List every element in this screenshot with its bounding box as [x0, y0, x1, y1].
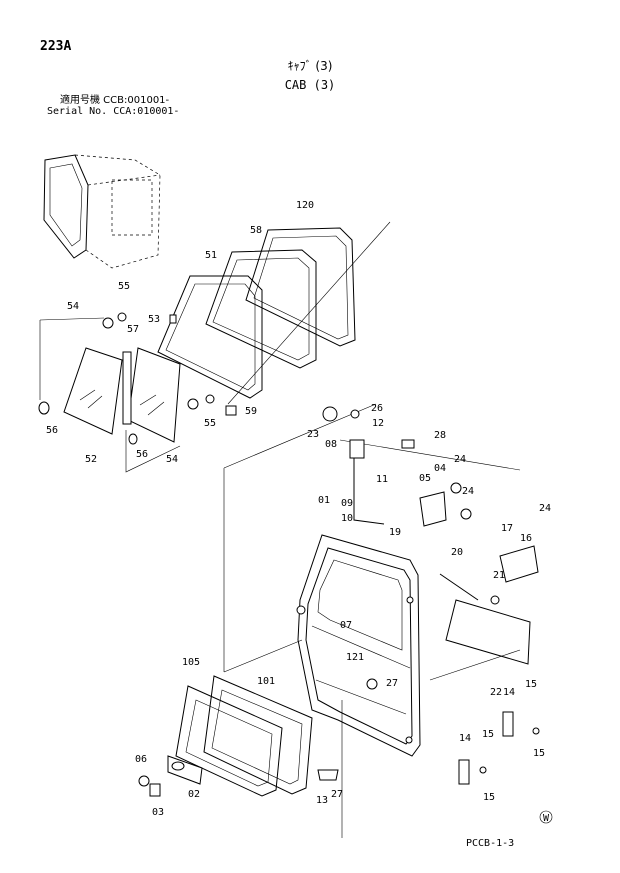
drawing-code: PCCB-1-3 [466, 838, 515, 849]
part-callout: 27 [331, 789, 343, 800]
part-callout: 14 [503, 687, 515, 698]
door-seal-and-frame [175, 675, 313, 797]
part-callout: 06 [135, 754, 147, 765]
part-callout: 04 [434, 463, 446, 474]
part-callout: 10 [341, 513, 353, 524]
door-handle [138, 755, 203, 797]
part-callout: 53 [148, 314, 160, 325]
page-title-japanese: ｷｬﾌﾞ (3) [287, 59, 333, 73]
part-callout: 54 [166, 454, 178, 465]
part-callout: 55 [118, 281, 130, 292]
part-callout: 16 [520, 533, 532, 544]
part-callout: 15 [482, 729, 494, 740]
page-title: CAB (3) [284, 78, 336, 92]
part-callout: 05 [419, 473, 431, 484]
part-callout: 54 [67, 301, 79, 312]
part-callout: 13 [316, 795, 328, 806]
part-callout: 15 [525, 679, 537, 690]
part-callout: 24 [539, 503, 551, 514]
part-callout: 23 [307, 429, 319, 440]
part-callout: 22 [490, 687, 502, 698]
part-callout: 105 [182, 657, 200, 668]
cab-door [296, 534, 421, 757]
part-callout: 120 [296, 200, 314, 211]
glass-seals-group [157, 227, 356, 416]
part-callout: 08 [325, 439, 337, 450]
part-callout: 01 [318, 495, 330, 506]
part-callout: 24 [454, 454, 466, 465]
part-callout: 21 [493, 570, 505, 581]
part-callout: 09 [341, 498, 353, 509]
page-id: 223A [40, 39, 72, 54]
part-callout: 59 [245, 406, 257, 417]
cab-overview-sketch [43, 154, 161, 269]
part-callout: 20 [451, 547, 463, 558]
side-windows-group [38, 312, 215, 445]
part-callout: 11 [376, 474, 388, 485]
part-callout: 101 [257, 676, 275, 687]
part-callout: 19 [389, 527, 401, 538]
part-callout: 56 [46, 425, 58, 436]
part-callout: 03 [152, 807, 164, 818]
part-callout: 58 [250, 225, 262, 236]
part-callout: 12 [372, 418, 384, 429]
part-callout: 26 [371, 403, 383, 414]
hinges [317, 595, 540, 785]
part-callout: 121 [346, 652, 364, 663]
part-callout: 28 [434, 430, 446, 441]
part-callout: 17 [501, 523, 513, 534]
part-callout: 15 [483, 792, 495, 803]
watermark-letter: W [543, 813, 550, 824]
part-callout: 02 [188, 789, 200, 800]
applicable-serial: Serial No. CCA:010001- [47, 106, 180, 117]
part-callout: 14 [459, 733, 471, 744]
part-callout: 57 [127, 324, 139, 335]
part-callout: 56 [136, 449, 148, 460]
part-callout: 55 [204, 418, 216, 429]
part-callout: 24 [462, 486, 474, 497]
part-callout: 27 [386, 678, 398, 689]
part-callout: 15 [533, 748, 545, 759]
watermark-symbol: W [539, 810, 553, 824]
part-callout: 52 [85, 454, 97, 465]
cover-panel [439, 545, 539, 665]
part-callouts: 120 58 51 53 54 55 57 56 52 56 54 55 59 26 12 23 08 28 11 0… [46, 200, 551, 818]
part-callout: 07 [340, 620, 352, 631]
applicable-serial-jp: 適用号機 CCB:001001- [60, 95, 170, 106]
latch-parts [322, 406, 472, 527]
part-callout: 51 [205, 250, 217, 261]
